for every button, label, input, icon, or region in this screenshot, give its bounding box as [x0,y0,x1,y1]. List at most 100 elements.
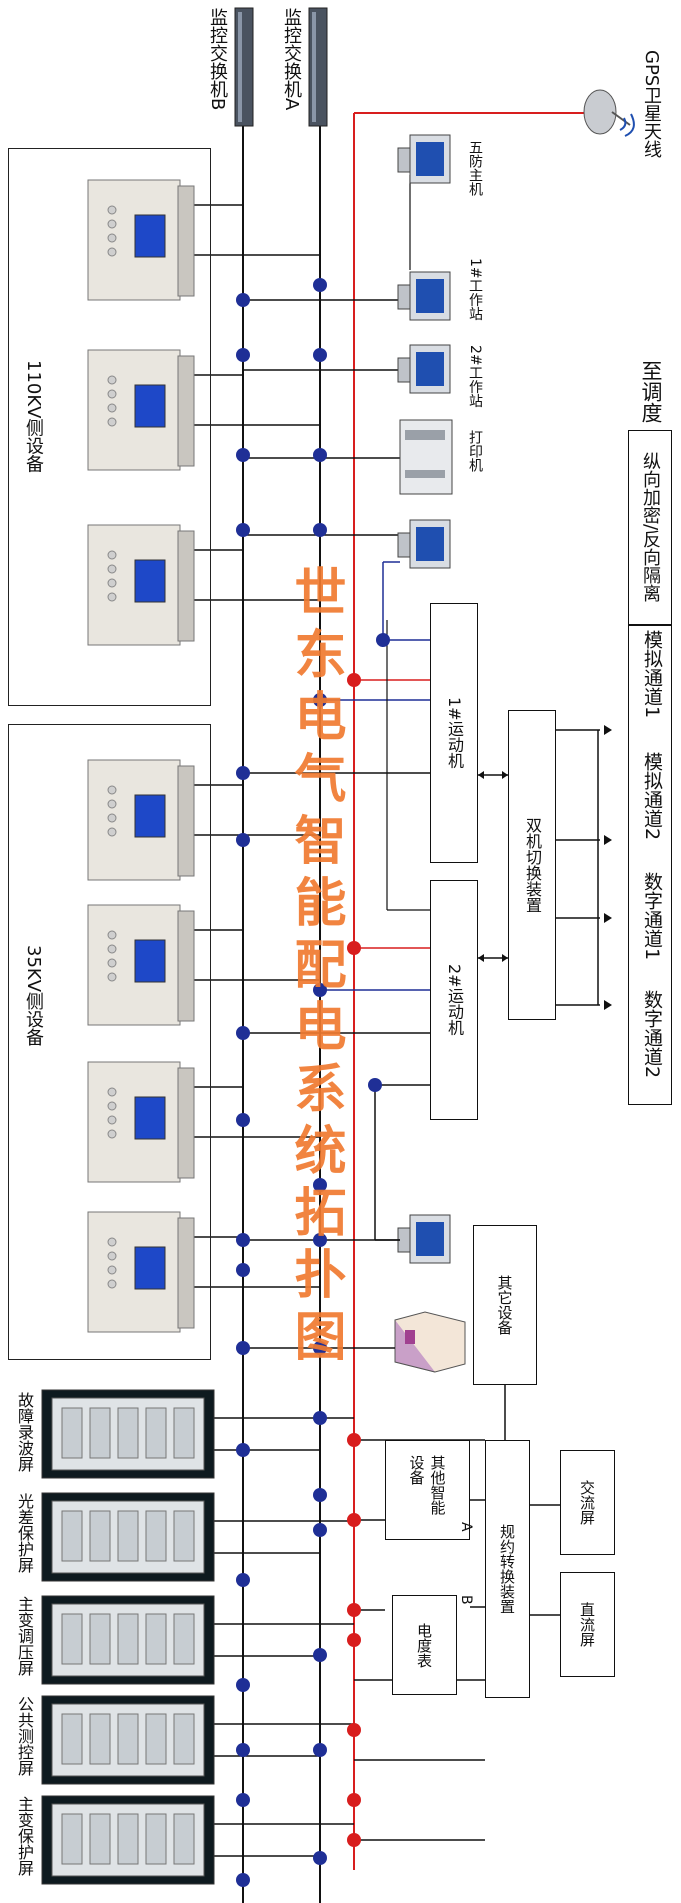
junction-dot-blue [236,1793,250,1807]
junction-dot-blue [236,1443,250,1457]
junction-dot-blue [313,1743,327,1757]
junction-dot-blue [313,1523,327,1537]
protection-relay-icon [87,349,195,471]
other-device-label: 其它设备 [495,1275,514,1335]
panel-label-5: 主变保护屏 [15,1796,34,1876]
protection-relay-icon [87,904,195,1026]
junction-dot-blue [236,523,250,537]
gps-antenna-icon [583,89,635,137]
junction-dot-red [347,1723,361,1737]
junction-dot-red [347,1633,361,1647]
protection-relay-icon [87,1061,195,1183]
ac-label: 交流屏 [578,1480,596,1525]
rtu2-box: 2#运动机 [430,880,478,1120]
junction-dot-red [347,1513,361,1527]
junction-dot-blue [313,348,327,362]
channel-3: 数字通道1 [641,872,663,961]
junction-dot-blue [313,983,327,997]
rtu1-label: 1#运动机 [445,697,464,769]
junction-dot-blue [313,1411,327,1425]
protection-relay-icon [87,759,195,881]
protocol-box: 规约转换装置 [485,1440,530,1698]
screen-panel-icon [41,1492,215,1582]
switch-a-label: 监控交换机A [281,8,302,111]
junction-dot-blue [236,1743,250,1757]
junction-dot-blue [313,1488,327,1502]
junction-dot-blue [236,833,250,847]
computer-icon-wufang [397,134,451,184]
group-110kv [8,148,211,706]
junction-dot-blue [376,633,390,647]
junction-dot-blue [236,1233,250,1247]
panel-label-4: 公共测控屏 [15,1696,34,1776]
protection-relay-icon [87,1211,195,1333]
printer-icon [399,419,453,495]
junction-dot-blue [313,1648,327,1662]
switch-b-label: 监控交换机B [207,8,228,111]
switch-a-device [308,7,328,127]
rtu2-label: 2#运动机 [445,964,464,1036]
junction-dot-red [347,941,361,955]
junction-dot-red [347,1833,361,1847]
printer-label: 打印机 [467,430,483,472]
computer-icon-ws2 [397,344,451,394]
junction-dot-blue [236,1873,250,1887]
port-a-label: A [458,1522,474,1532]
junction-dot-blue [236,1263,250,1277]
panel-label-3: 主变调压屏 [15,1596,34,1676]
junction-dot-blue [236,1113,250,1127]
panel-label-1: 故障录波屏 [15,1392,34,1472]
dual-switch-label: 双机切换装置 [523,817,542,913]
channels-box [628,625,672,1105]
junction-dot-blue [236,766,250,780]
isolation-box: 纵向加密/反向隔离 [628,430,672,625]
switch-b-device [234,7,254,127]
junction-dot-blue [313,693,327,707]
screen-panel-icon [41,1795,215,1885]
junction-dot-blue [236,1678,250,1692]
smart-device-box: 其他智能设备 [385,1440,470,1540]
screen-panel-icon [41,1595,215,1685]
watermark-title: 世东电气智能配电系统拓扑图 [285,565,345,1371]
junction-dot-blue [236,1026,250,1040]
junction-dot-blue [236,1341,250,1355]
protocol-label: 规约转换装置 [498,1524,516,1614]
dc-label: 直流屏 [578,1602,596,1647]
wufang-label: 五防主机 [467,140,483,196]
protection-relay-icon [87,524,195,646]
group-110kv-label: 110KV侧设备 [23,360,44,473]
junction-dot-blue [236,348,250,362]
junction-dot-blue [313,523,327,537]
junction-dot-red [347,1793,361,1807]
isolation-label: 纵向加密/反向隔离 [640,452,661,603]
junction-dot-blue [313,1178,327,1192]
dispatch-title: 至调度 [639,360,663,423]
screen-panel-icon [41,1389,215,1479]
protection-relay-icon [87,179,195,301]
panel-label-2: 光差保护屏 [15,1493,34,1573]
computer-icon-lower [397,1214,451,1264]
junction-dot-red [347,1433,361,1447]
dc-box: 直流屏 [560,1572,615,1677]
junction-dot-blue [236,448,250,462]
ac-box: 交流屏 [560,1450,615,1555]
meter-box: 电度表 [392,1595,457,1695]
other-device-box: 其它设备 [473,1225,537,1385]
junction-dot-blue [236,1573,250,1587]
channel-1: 模拟通道1 [641,630,663,719]
junction-dot-blue [236,293,250,307]
group-35kv-label: 35KV侧设备 [23,945,44,1047]
junction-dot-red [347,1603,361,1617]
gps-label: GPS卫星天线 [641,50,662,159]
ws1-label: 1#工作站 [467,258,483,321]
printer-icon-lower [394,1311,466,1373]
smart-device-label: 其他智能设备 [407,1455,447,1515]
group-35kv [8,724,211,1360]
computer-icon-unlabeled [397,519,451,569]
channel-2: 模拟通道2 [641,752,663,841]
port-b-label: B [458,1595,474,1605]
dual-switch-box: 双机切换装置 [508,710,556,1020]
junction-dot-blue [313,1341,327,1355]
junction-dot-red [347,673,361,687]
